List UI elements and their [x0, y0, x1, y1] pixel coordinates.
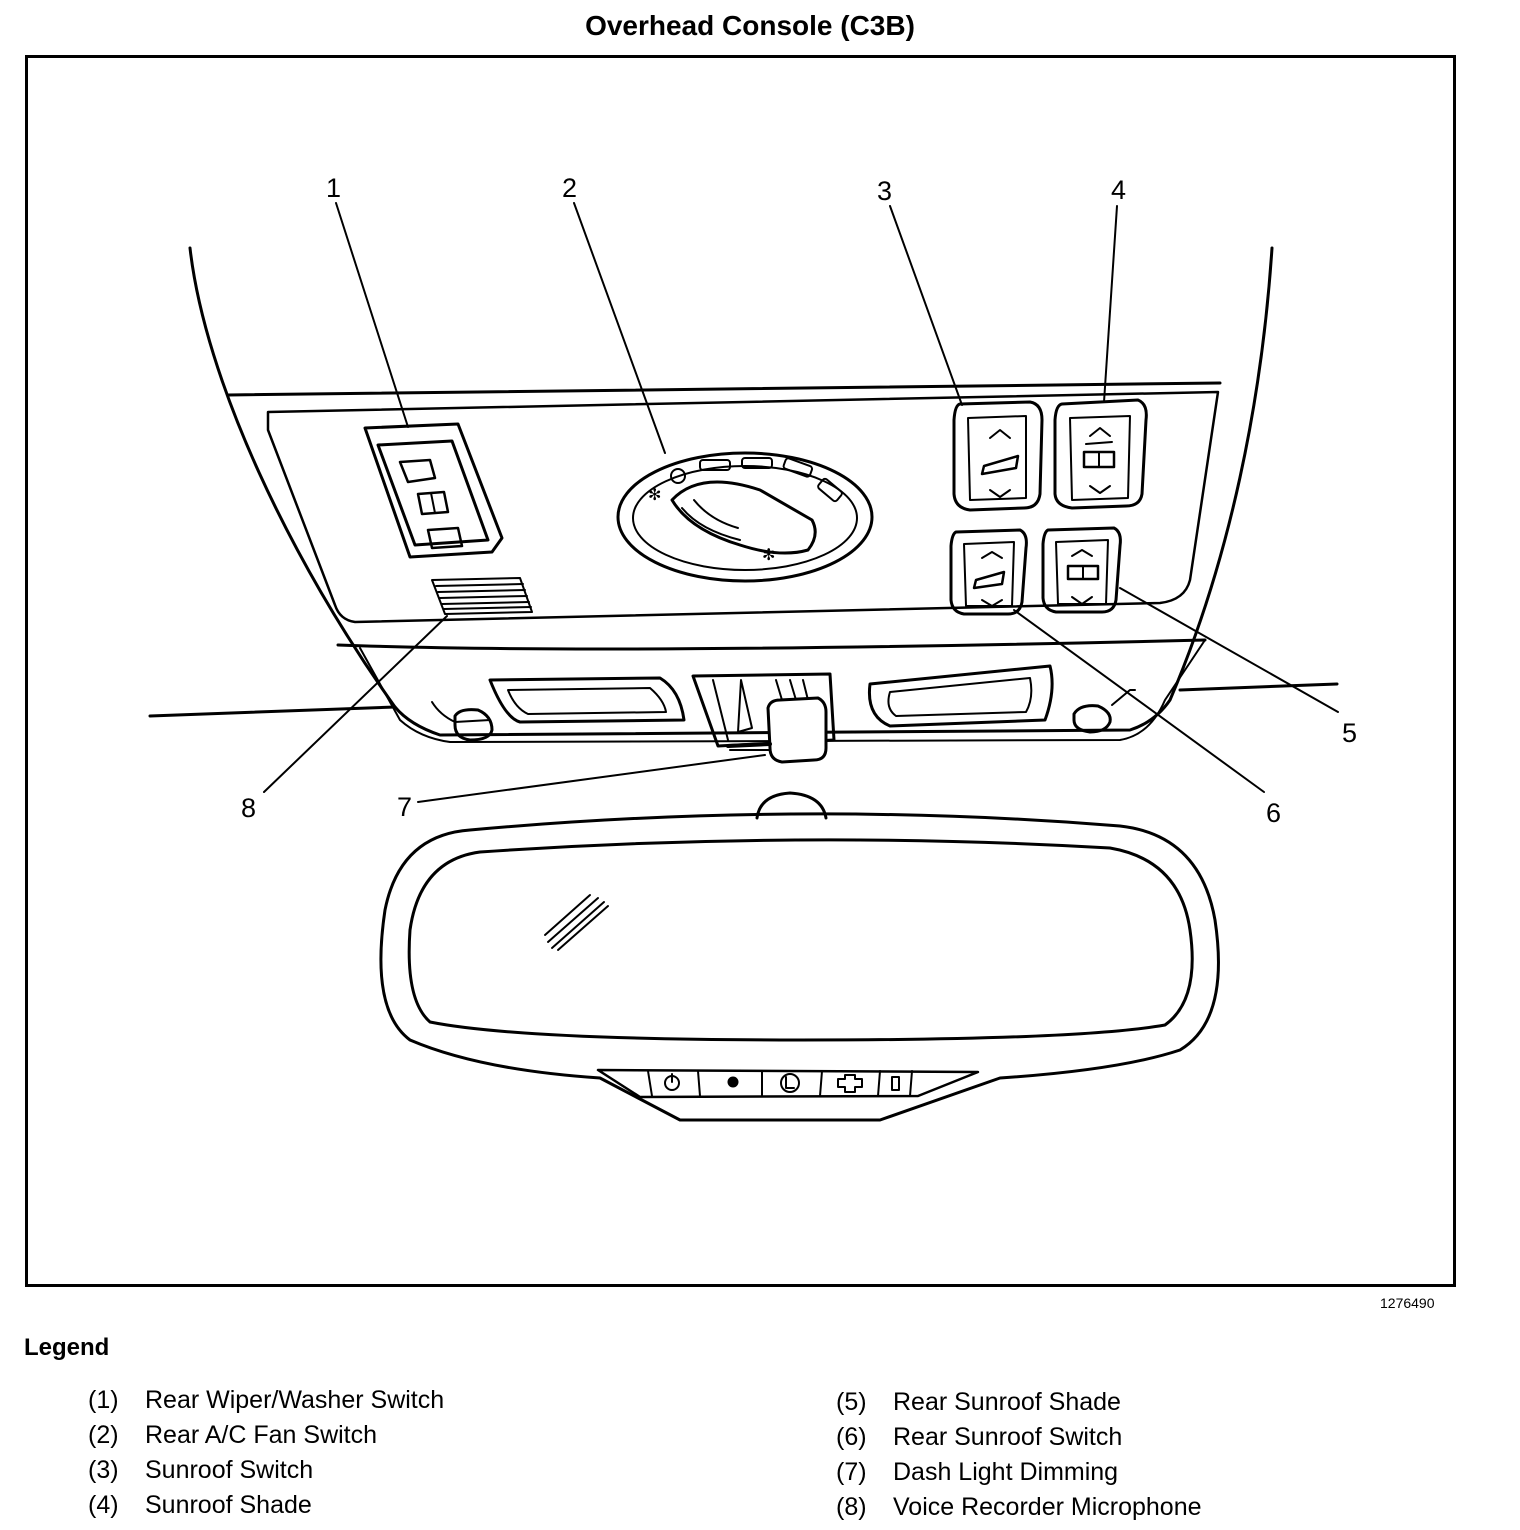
rear-wiper-washer-switch: [363, 422, 504, 559]
legend-item-number: (1): [88, 1386, 119, 1414]
rear-sunroof-switch: [949, 528, 1028, 616]
rearview-mirror: [379, 791, 1220, 1122]
legend-item-label: Rear Sunroof Switch: [893, 1423, 1123, 1451]
legend-item-label: Dash Light Dimming: [893, 1458, 1119, 1486]
legend-item: (8) Voice Recorder Microphone: [836, 1493, 1202, 1522]
legend-item-label: Sunroof Shade: [145, 1491, 312, 1519]
legend-item-number: (8): [836, 1493, 867, 1521]
callout-labels: 1 2 3 4 5 6 7 8: [241, 173, 1357, 828]
microphone-grille: [431, 577, 533, 615]
legend-item-label: Rear A/C Fan Switch: [145, 1421, 378, 1449]
legend-item-number: (4): [88, 1491, 119, 1519]
callout-3: 3: [877, 176, 892, 206]
legend-item-number: (5): [836, 1388, 867, 1416]
diagram-frame: [25, 55, 1456, 1287]
legend-item: (3) Sunroof Switch: [88, 1456, 313, 1485]
legend-heading: Legend: [24, 1334, 110, 1361]
legend-item-label: Rear Wiper/Washer Switch: [145, 1386, 445, 1414]
legend-item-number: (2): [88, 1421, 119, 1449]
svg-text:✻: ✻: [648, 487, 661, 504]
callout-8: 8: [241, 793, 256, 823]
legend-item-label: Sunroof Switch: [145, 1456, 314, 1484]
callout-4: 4: [1111, 175, 1126, 205]
legend-item: (6) Rear Sunroof Switch: [836, 1423, 1122, 1452]
legend-item: (2) Rear A/C Fan Switch: [88, 1421, 377, 1450]
legend-item: (4) Sunroof Shade: [88, 1491, 312, 1520]
page-title: Overhead Console (C3B): [585, 10, 915, 41]
sunroof-switch: [952, 400, 1044, 512]
callout-2: 2: [562, 173, 577, 203]
legend-item: (7) Dash Light Dimming: [836, 1458, 1118, 1487]
dash-light-dimming-control: [691, 672, 836, 764]
legend-item-number: (3): [88, 1456, 119, 1484]
sunroof-shade: [1053, 398, 1148, 510]
overhead-console-diagram: ✻ ✻: [148, 173, 1357, 1122]
svg-text:✻: ✻: [762, 547, 775, 564]
callout-7: 7: [397, 792, 412, 822]
rear-ac-fan-switch: ✻ ✻: [616, 451, 874, 583]
headliner-lines: [148, 682, 1339, 718]
legend-item: (1) Rear Wiper/Washer Switch: [88, 1386, 444, 1415]
map-lights: [431, 664, 1136, 742]
legend-item-label: Rear Sunroof Shade: [893, 1388, 1121, 1416]
rear-sunroof-shade: [1041, 526, 1122, 614]
callout-leaders: [263, 202, 1339, 803]
figure-id: 1276490: [1380, 1295, 1435, 1311]
callout-1: 1: [326, 173, 341, 203]
legend-item-label: Voice Recorder Microphone: [893, 1493, 1202, 1521]
legend-item-number: (6): [836, 1423, 867, 1451]
legend-item: (5) Rear Sunroof Shade: [836, 1388, 1121, 1417]
callout-6: 6: [1266, 798, 1281, 828]
legend-item-number: (7): [836, 1458, 867, 1486]
callout-5: 5: [1342, 718, 1357, 748]
